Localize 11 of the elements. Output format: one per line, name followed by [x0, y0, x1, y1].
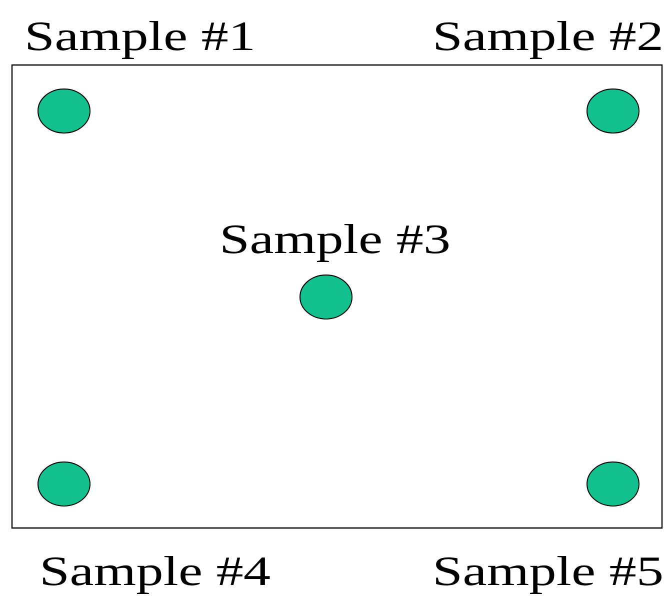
- sample-label: Sample #4: [43, 556, 270, 594]
- frame-box: [11, 64, 663, 529]
- sample-label: Sample #5: [436, 556, 662, 594]
- sample-label: Sample #1: [28, 21, 252, 59]
- sample-dot: [586, 88, 640, 134]
- sample-dot: [586, 462, 640, 506]
- sample-dot: [38, 462, 90, 506]
- sample-label: Sample #2: [436, 21, 661, 59]
- sample-dot: [300, 274, 352, 320]
- sample-label: Sample #3: [223, 224, 448, 262]
- sample-dot: [38, 88, 90, 134]
